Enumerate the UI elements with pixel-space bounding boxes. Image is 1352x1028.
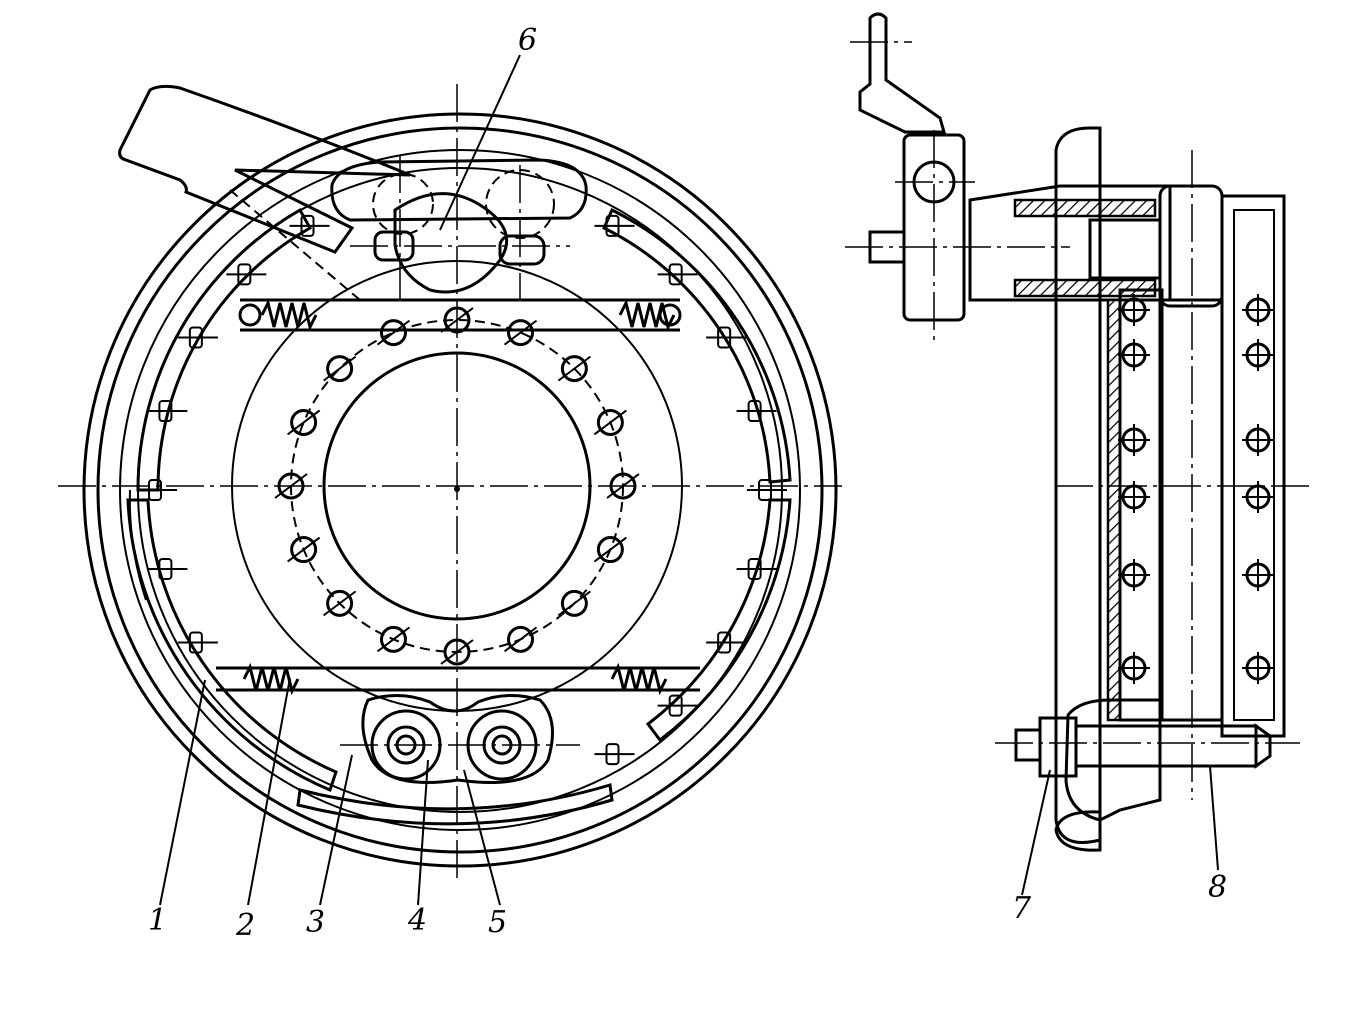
cam-housing-top xyxy=(330,158,588,222)
side-anchor-nut xyxy=(1038,716,1078,778)
front-leader-lines xyxy=(159,54,521,906)
side-drum-inner xyxy=(1233,209,1275,721)
side-anchor-bolt-end xyxy=(1014,728,1042,762)
hub-bolt-holes xyxy=(274,306,640,666)
bolt-hole xyxy=(560,355,588,383)
bolt-hole xyxy=(277,472,305,500)
side-bushing-top xyxy=(1013,198,1157,218)
lining-rivets xyxy=(137,214,787,766)
upper-spring-right xyxy=(618,298,676,332)
side-backing-plate xyxy=(1106,298,1122,722)
bolt-hole xyxy=(507,625,535,653)
bolt-hole xyxy=(596,536,624,564)
callout-3: 3 xyxy=(306,905,325,940)
bolt-hole xyxy=(290,408,318,436)
side-brake-drum xyxy=(1220,194,1286,738)
side-cam-lever xyxy=(858,12,946,134)
bolt-hole xyxy=(443,638,471,666)
side-leader-lines xyxy=(1021,765,1219,896)
drum-outer-ring xyxy=(82,112,838,868)
side-lining-rivets xyxy=(1118,294,1274,684)
bolt-hole-mark xyxy=(503,319,538,346)
front-view xyxy=(58,54,842,906)
bolt-hole-mark xyxy=(606,473,640,499)
lower-return-spring-right xyxy=(610,662,668,696)
bolt-hole xyxy=(326,355,354,383)
side-shoe-rim xyxy=(1118,288,1164,722)
anchor-lower-plate xyxy=(296,783,614,826)
bolt-hole xyxy=(596,408,624,436)
callout-labels: 1 2 3 4 5 6 7 8 xyxy=(148,23,1227,943)
side-anchor-bracket xyxy=(1064,698,1162,822)
brake-shoe-left-lower xyxy=(126,498,338,793)
backing-plate-inner xyxy=(137,167,783,813)
callout-6: 6 xyxy=(518,23,537,58)
upper-spring-left xyxy=(260,298,318,332)
bolt-hole-mark xyxy=(287,409,321,436)
bolt-hole-mark xyxy=(440,307,474,333)
bolt-hole xyxy=(379,319,407,347)
bolt-hole xyxy=(443,306,471,334)
bolt-hole-mark xyxy=(376,319,411,346)
hub-bore xyxy=(322,351,592,621)
bolt-hole-mark xyxy=(593,409,627,436)
callout-7: 7 xyxy=(1012,891,1032,926)
bolt-hole-mark xyxy=(287,536,321,563)
brake-cam xyxy=(393,192,509,294)
bolt-hole xyxy=(560,589,588,617)
bolt-hole-mark xyxy=(440,639,474,665)
hub-center-point xyxy=(454,486,460,492)
bolt-hole xyxy=(379,625,407,653)
bolt-hole-mark xyxy=(376,626,411,653)
bolt-hole-mark xyxy=(323,590,357,617)
backing-plate-edge xyxy=(119,149,801,831)
callout-2: 2 xyxy=(235,908,255,943)
cam-left-circle xyxy=(372,173,434,235)
lever-phantom-line xyxy=(229,189,361,301)
cam-right-slot xyxy=(498,234,546,266)
side-anchor-pin xyxy=(1074,724,1258,768)
side-bushing-bottom xyxy=(1013,278,1157,298)
drum-inner-ring xyxy=(96,126,824,854)
brake-shoe-left xyxy=(136,207,313,492)
bolt-hole xyxy=(326,589,354,617)
callout-1: 1 xyxy=(148,903,167,938)
side-drum-web xyxy=(1054,126,1102,844)
upper-spring-hook-left xyxy=(238,303,262,327)
upper-spring-hook-right xyxy=(658,303,682,327)
bolt-hole xyxy=(290,536,318,564)
side-shoe-web xyxy=(1158,298,1224,722)
callout-5: 5 xyxy=(488,905,507,940)
side-drum-lower-lip xyxy=(1054,810,1102,852)
callout-8: 8 xyxy=(1208,870,1227,905)
bolt-hole-mark xyxy=(274,473,308,499)
bolt-hole xyxy=(609,472,637,500)
side-anchor-pin-tip xyxy=(1254,723,1272,769)
bolt-hole-mark xyxy=(593,536,627,563)
actuator-lever xyxy=(118,84,411,254)
anchor-bracket xyxy=(361,693,554,784)
brake-shoe-right-lower xyxy=(645,498,792,743)
bolt-hole xyxy=(507,319,535,347)
side-view xyxy=(845,12,1312,896)
callout-4: 4 xyxy=(407,903,427,938)
bolt-hole-mark xyxy=(557,590,591,617)
bolt-hole-mark xyxy=(557,355,591,382)
bolt-hole-mark xyxy=(503,626,538,653)
bolt-hole-mark xyxy=(323,355,357,382)
